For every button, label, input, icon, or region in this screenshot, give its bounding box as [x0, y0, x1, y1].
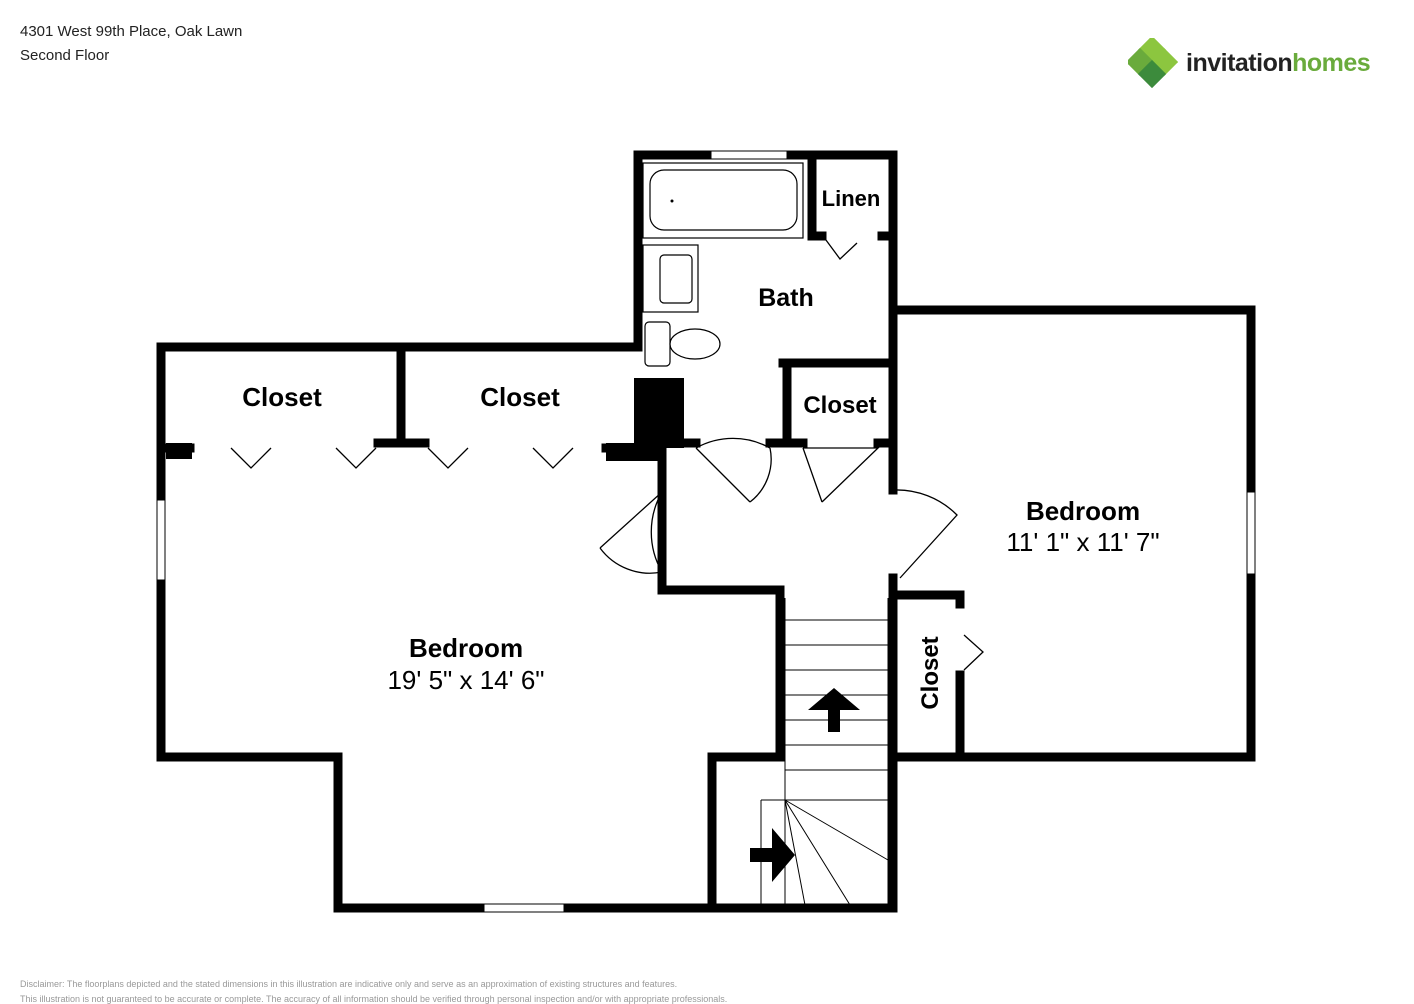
room-label-linen: Linen	[822, 186, 881, 211]
floor-label: Second Floor	[20, 47, 110, 64]
bath-fixtures	[642, 162, 804, 367]
doors	[230, 235, 984, 671]
room-label-closet: Closet	[803, 392, 876, 419]
room-label-closet: Closet	[480, 382, 560, 412]
stair-up-arrow-icon	[808, 688, 860, 732]
room-label-closet: Closet	[242, 382, 322, 412]
room-dimensions: 19' 5" x 14' 6"	[387, 665, 544, 695]
logo-text-homes: homes	[1292, 48, 1371, 77]
chimney	[634, 378, 684, 448]
logo-text-invitation: invitation	[1186, 48, 1293, 77]
room-label-closet: Closet	[917, 636, 944, 709]
address-title: 4301 West 99th Place, Oak Lawn	[20, 23, 243, 40]
logo-mark-icon	[1128, 38, 1178, 88]
room-label-bath: Bath	[758, 284, 814, 312]
stair-right-arrow-icon	[750, 828, 795, 882]
room-label-bedroom: Bedroom	[1026, 496, 1140, 526]
disclaimer-line-1: Disclaimer: The floorplans depicted and …	[20, 979, 678, 989]
room-label-bedroom: Bedroom	[409, 633, 523, 663]
toilet-icon	[644, 321, 671, 367]
room-dimensions: 11' 1" x 11' 7"	[1006, 527, 1159, 557]
bathtub-icon	[649, 169, 798, 231]
disclaimer-line-2: This illustration is not guaranteed to b…	[20, 994, 728, 1004]
company-logo: invitationhomes	[1128, 38, 1371, 88]
windows	[156, 150, 1256, 913]
